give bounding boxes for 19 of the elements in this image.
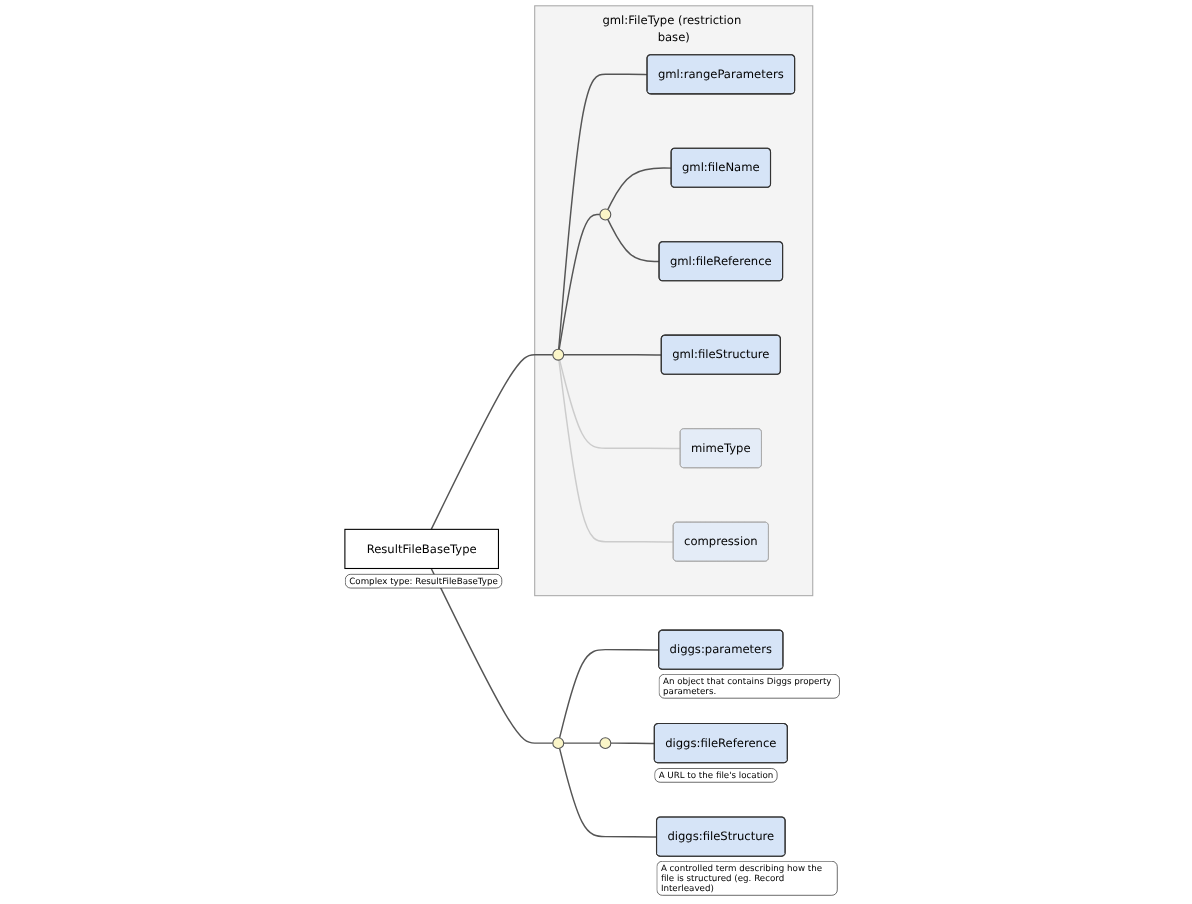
connector — [607, 167, 673, 211]
connector — [557, 73, 649, 351]
connector — [562, 742, 601, 744]
connector — [558, 213, 601, 351]
connector — [430, 567, 554, 744]
node-circle — [552, 348, 565, 361]
connector — [558, 648, 660, 739]
connector — [610, 742, 656, 745]
connector — [430, 354, 554, 531]
node-circle — [599, 208, 612, 221]
node-circle — [552, 737, 565, 750]
node-box — [344, 528, 499, 570]
connector — [558, 359, 675, 543]
cluster — [534, 5, 814, 597]
connector — [558, 747, 658, 838]
connector — [558, 359, 682, 450]
connector — [562, 354, 663, 356]
connector — [607, 218, 661, 263]
node-circle — [599, 737, 612, 750]
